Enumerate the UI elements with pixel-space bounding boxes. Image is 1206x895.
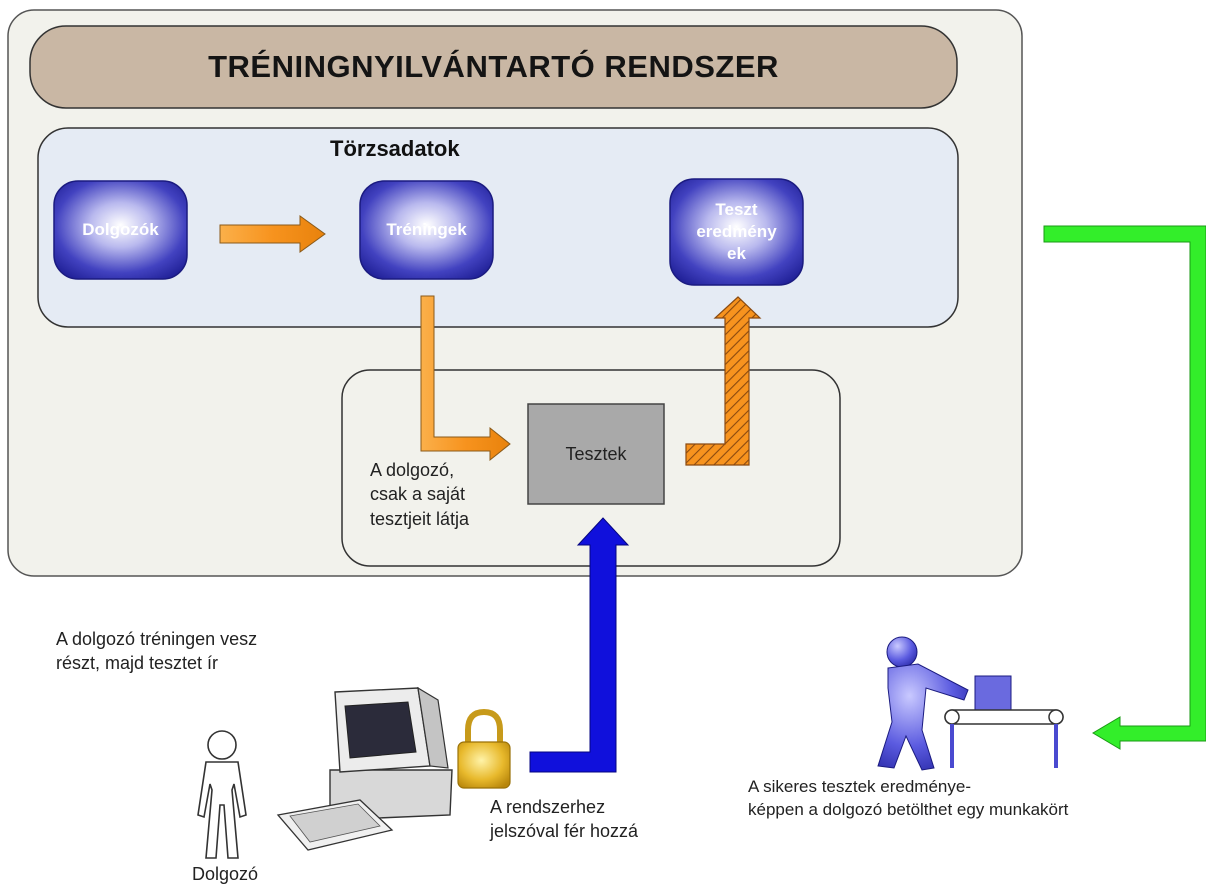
arrow-tesztek-eredmenyek (685, 296, 762, 466)
arrow-access (529, 517, 630, 773)
title-band (29, 25, 958, 109)
person-outline-icon (197, 730, 247, 859)
job-result-note: A sikeres tesztek eredménye- képpen a do… (748, 777, 1069, 819)
worker-conveyor-icon (877, 636, 1064, 771)
node-dolgozok-label: Dolgozók (82, 219, 159, 239)
arrow-job (1043, 225, 1206, 750)
arrow-dolgozok-treningek (219, 215, 326, 253)
actor-label: Dolgozó (191, 864, 259, 884)
node-teszt-eredmenyek-label: Teszt eredmény ek (696, 199, 777, 264)
tests-visibility-note: A dolgozó, csak a saját tesztjeit látja (370, 460, 470, 529)
node-treningek (359, 180, 494, 280)
worker-activity-note: A dolgozó tréningen vesz részt, majd tes… (56, 629, 258, 674)
tests-box (527, 403, 665, 505)
node-treningek-label: Tréningek (386, 219, 467, 239)
lock-icon (457, 708, 511, 789)
computer-icon (276, 686, 453, 851)
node-dolgozok (53, 180, 188, 280)
arrow-treningek-tesztek (420, 295, 511, 462)
node-teszt-eredmenyek (669, 178, 804, 286)
master-data-label: Törzsadatok (330, 136, 460, 161)
password-access-note: A rendszerhez jelszóval fér hozzá (490, 797, 639, 842)
tests-label: Tesztek (565, 443, 627, 464)
diagram-title: TRÉNINGNYILVÁNTARTÓ RENDSZER (208, 49, 779, 84)
